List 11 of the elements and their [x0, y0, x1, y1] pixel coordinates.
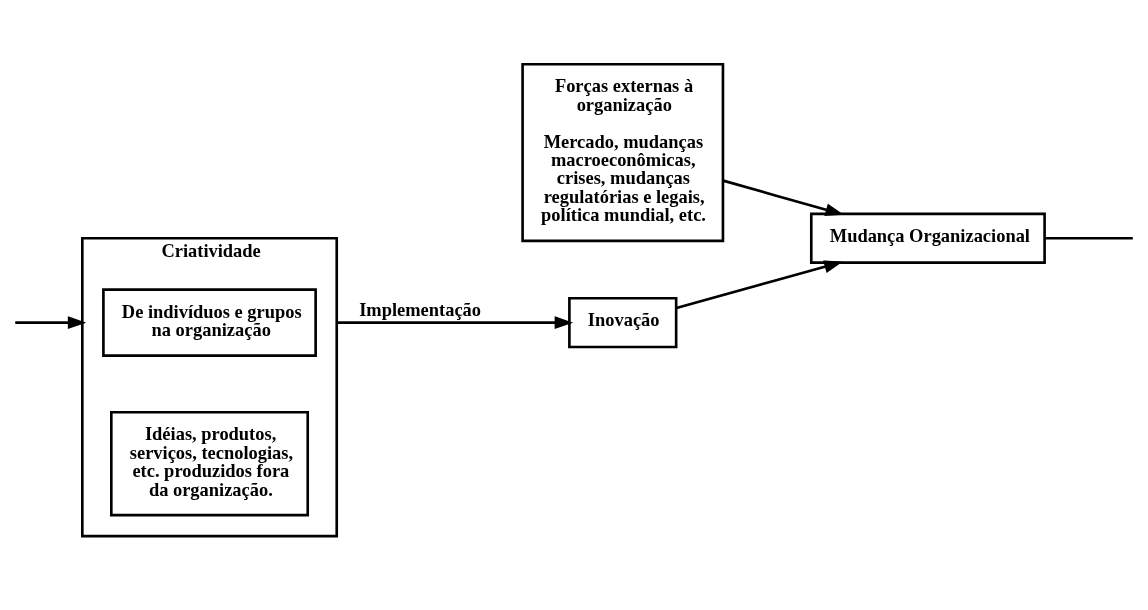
arrow	[722, 178, 844, 216]
node-box: Inovação	[568, 296, 678, 348]
arrow	[336, 315, 574, 329]
node-box: De indivíduos e grupos na organização	[102, 287, 317, 357]
node-box: Forças externas à organização Mercado, mudanças macroeconômicas, crises, mudanças regulatórias e legais, política mundial, etc.	[521, 62, 725, 242]
node-box: Idéias, produtos, serviços, tecnologias, etc. produzidos fora da organização.	[110, 410, 310, 516]
arrow	[676, 259, 843, 309]
edge-label: Implementação	[359, 299, 482, 320]
arrow	[15, 315, 87, 329]
node-box: Mudança Organizacional	[809, 212, 1046, 264]
connector	[1044, 236, 1133, 240]
